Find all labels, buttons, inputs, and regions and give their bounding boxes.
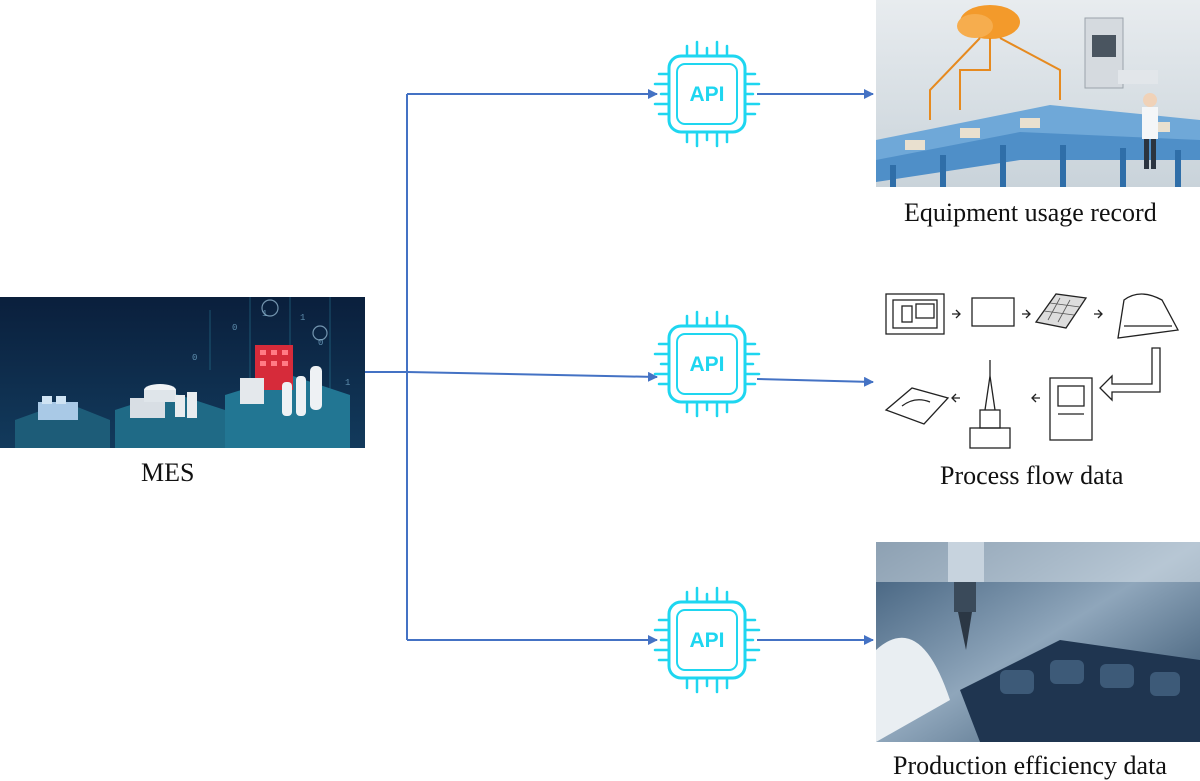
svg-text:0: 0: [232, 323, 237, 333]
svg-text:0: 0: [318, 338, 323, 348]
process-flow-illustration: [884, 293, 1180, 449]
connector-lines: [365, 89, 874, 645]
mes-label: MES: [141, 458, 195, 487]
arrow-to-process: [756, 376, 874, 387]
equipment-illustration: [876, 0, 1200, 187]
api-label-middle: API: [689, 353, 724, 376]
production-illustration: [876, 542, 1200, 742]
equipment-usage-label: Equipment usage record: [904, 198, 1157, 227]
mes-illustration: 010 110: [0, 297, 365, 448]
process-flow-label: Process flow data: [940, 461, 1124, 490]
svg-text:1: 1: [345, 378, 350, 388]
api-chip-bottom: API: [653, 586, 761, 694]
arrow-to-api-middle: [406, 371, 658, 382]
production-efficiency-label: Production efficiency data: [893, 751, 1167, 780]
api-label-top: API: [689, 83, 724, 106]
api-chip-middle: API: [653, 310, 761, 418]
svg-text:0: 0: [192, 353, 197, 363]
svg-text:1: 1: [300, 313, 305, 323]
api-chip-top: API: [653, 40, 761, 148]
api-label-bottom: API: [689, 629, 724, 652]
